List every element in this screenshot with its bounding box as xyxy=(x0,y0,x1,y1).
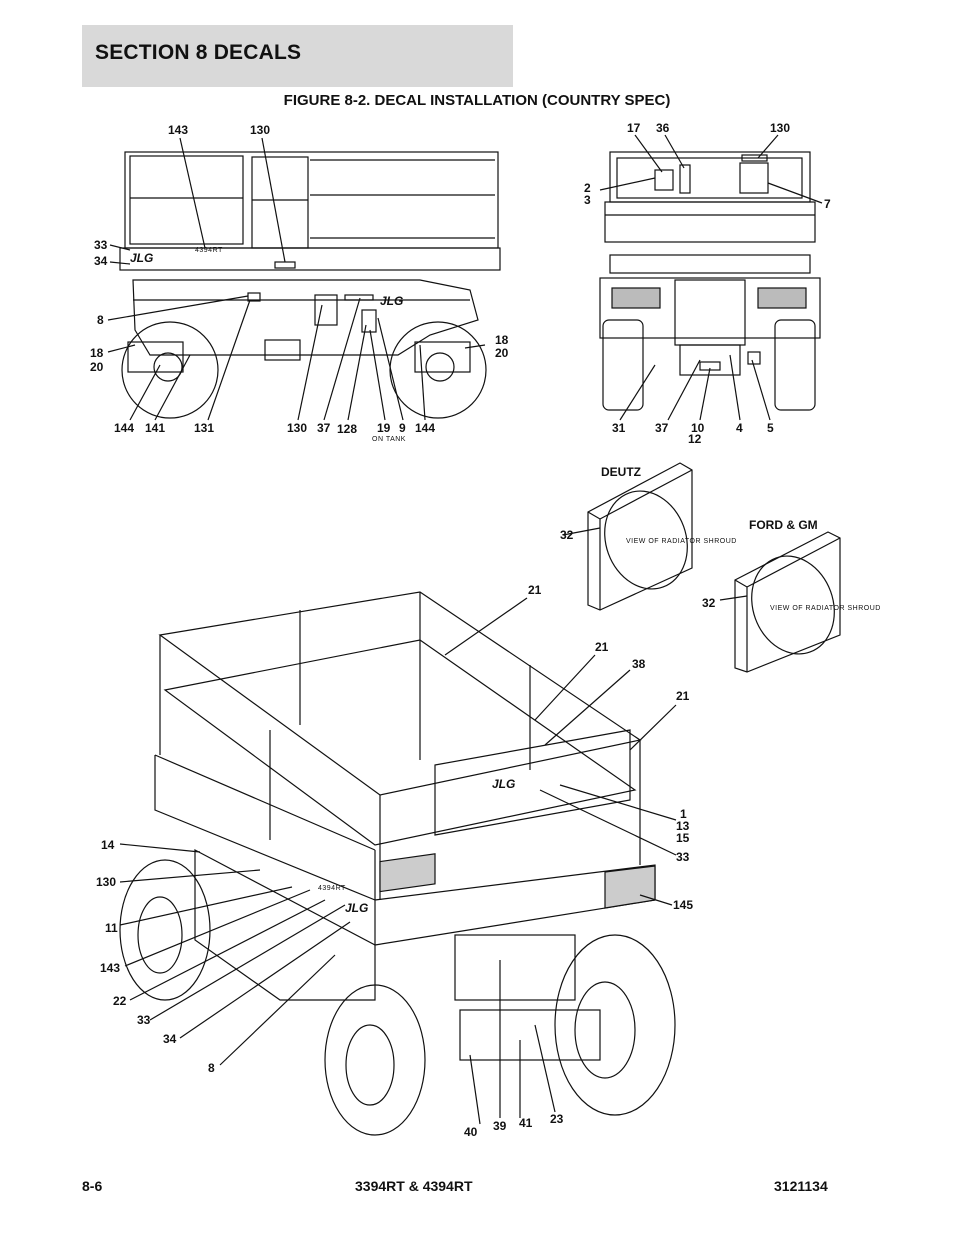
callout: 130 xyxy=(250,123,270,137)
callout: 10 xyxy=(691,421,705,435)
callout: 23 xyxy=(550,1112,564,1126)
callout: 37 xyxy=(317,421,331,435)
callout: 9 xyxy=(399,421,406,435)
shroud-view-note: VIEW OF RADIATOR SHROUD xyxy=(626,538,737,545)
callout: 7 xyxy=(824,197,831,211)
callout: 32 xyxy=(560,528,574,542)
callout: 141 xyxy=(145,421,165,435)
callout: 36 xyxy=(656,121,670,135)
figure-title: FIGURE 8-2. DECAL INSTALLATION (COUNTRY … xyxy=(283,92,671,109)
callout: 18 xyxy=(90,346,104,360)
callout: 40 xyxy=(464,1125,478,1139)
callout: 143 xyxy=(168,123,188,137)
callout: 12 xyxy=(688,432,702,446)
callout: 18 xyxy=(495,333,509,347)
callout: 33 xyxy=(137,1013,151,1027)
callout: 131 xyxy=(194,421,214,435)
deutz-label: DEUTZ xyxy=(601,465,641,479)
callout: 144 xyxy=(114,421,134,435)
model-name: 3394RT & 4394RT xyxy=(355,1178,473,1194)
callout: 41 xyxy=(519,1116,533,1130)
model-decal-iso: 4394RT xyxy=(318,885,346,892)
end-elevation-callouts: 17 36 130 2 3 7 31 37 10 12 4 5 xyxy=(584,121,831,446)
jlg-logo-chassis: JLG xyxy=(380,294,403,308)
callout: 4 xyxy=(736,421,743,435)
ford-shroud-text: FORD & GM 32 VIEW OF RADIATOR SHROUD xyxy=(702,518,881,612)
callout: 39 xyxy=(493,1119,507,1133)
page-number: 8-6 xyxy=(82,1178,103,1194)
shroud-view-note: VIEW OF RADIATOR SHROUD xyxy=(770,605,881,612)
callout: 144 xyxy=(415,421,435,435)
callout: 1 xyxy=(680,807,687,821)
side-elevation-callouts: 143 130 33 34 8 18 20 18 20 144 141 131 … xyxy=(90,123,509,436)
on-tank-note: ON TANK xyxy=(372,436,406,443)
callout: 17 xyxy=(627,121,641,135)
callout: 11 xyxy=(105,921,118,935)
deutz-radiator-shroud xyxy=(562,462,693,611)
callout: 22 xyxy=(113,994,127,1008)
callout: 20 xyxy=(495,346,509,360)
callout: 34 xyxy=(94,254,108,268)
isometric-callouts: 21 21 38 21 1 13 15 33 145 14 130 11 143… xyxy=(96,583,693,1139)
callout: 130 xyxy=(287,421,307,435)
callout: 143 xyxy=(100,961,120,975)
callout: 3 xyxy=(584,193,591,207)
callout: 34 xyxy=(163,1032,177,1046)
callout: 128 xyxy=(337,422,357,436)
callout: 15 xyxy=(676,831,690,845)
callout: 32 xyxy=(702,596,716,610)
callout: 21 xyxy=(528,583,542,597)
callout: 8 xyxy=(208,1061,215,1075)
callout: 21 xyxy=(595,640,609,654)
callout: 33 xyxy=(676,850,690,864)
callout: 8 xyxy=(97,313,104,327)
callout: 20 xyxy=(90,360,104,374)
callout: 38 xyxy=(632,657,646,671)
callout: 13 xyxy=(676,819,690,833)
callout: 21 xyxy=(676,689,690,703)
doc-number: 3121134 xyxy=(774,1178,828,1194)
callout: 145 xyxy=(673,898,693,912)
end-elevation-view xyxy=(599,134,823,421)
section-header-band: SECTION 8 DECALS xyxy=(82,25,513,87)
callout: 19 xyxy=(377,421,391,435)
callout: 5 xyxy=(767,421,774,435)
ford-gm-label: FORD & GM xyxy=(749,518,818,532)
jlg-logo-chassis-iso: JLG xyxy=(345,901,368,915)
isometric-view: JLG JLG 4394RT xyxy=(119,591,677,1136)
callout: 14 xyxy=(101,838,115,852)
model-decal-side: 4394RT xyxy=(195,247,223,254)
jlg-logo-side: JLG xyxy=(130,251,153,265)
deutz-shroud-text: DEUTZ 32 VIEW OF RADIATOR SHROUD xyxy=(560,465,737,545)
jlg-logo-iso: JLG xyxy=(492,777,515,791)
callout: 130 xyxy=(96,875,116,889)
callout: 130 xyxy=(770,121,790,135)
callout: 2 xyxy=(584,181,591,195)
callout: 31 xyxy=(612,421,626,435)
callout: 37 xyxy=(655,421,669,435)
side-elevation-view: JLG 4394RT JLG ON TANK xyxy=(107,137,501,443)
callout: 33 xyxy=(94,238,108,252)
section-title: SECTION 8 DECALS xyxy=(95,41,302,64)
ford-gm-radiator-shroud xyxy=(719,531,841,673)
